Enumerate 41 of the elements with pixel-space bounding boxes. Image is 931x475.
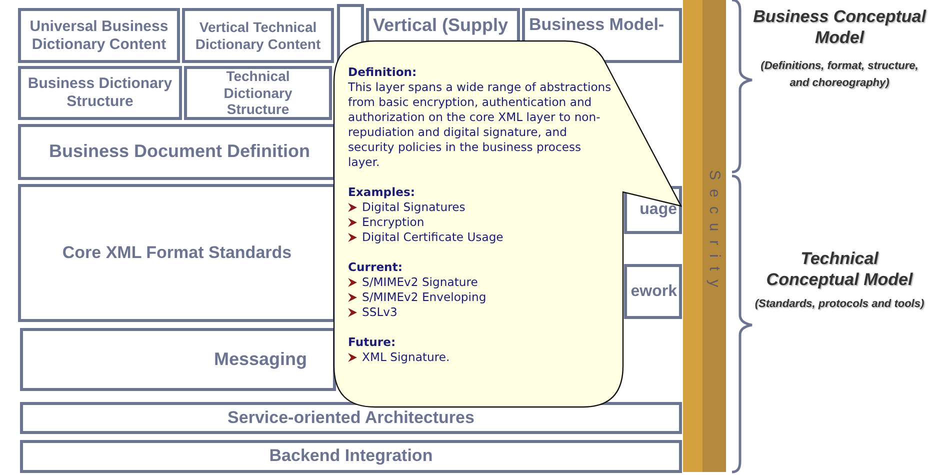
layer-label: Business Dictionary Structure xyxy=(27,75,173,111)
layer-box xyxy=(184,66,332,120)
list-item: XML Signature. xyxy=(362,350,450,365)
callout-heading: Current: xyxy=(348,260,404,275)
list-item: S/MIMEv2 Enveloping xyxy=(362,290,486,305)
layer-label: Vertical Technical Dictionary Content xyxy=(194,18,322,52)
model-description: (Definitions, format, structure, and choreography) xyxy=(760,59,920,91)
layer-label: Core XML Format Standards xyxy=(62,242,292,264)
layer-box xyxy=(182,8,334,63)
layer-box xyxy=(20,328,336,391)
pillar-label: Security xyxy=(706,170,723,296)
layer-label: Service-oriented Architectures xyxy=(228,408,474,428)
definition-tooltip xyxy=(333,40,682,408)
layer-box xyxy=(18,66,182,120)
list-item: Digital Certificate Usage xyxy=(362,230,504,245)
layer-label: ework xyxy=(630,282,677,302)
layer-label: uage xyxy=(640,200,677,220)
layer-label: Universal Business Dictionary Content xyxy=(28,18,170,54)
layer-box xyxy=(18,124,336,180)
layer-box xyxy=(18,184,336,322)
callout-heading: Future: xyxy=(348,335,397,350)
callout-heading: Definition: xyxy=(348,65,418,80)
layer-label: Vertical (Supply xyxy=(373,15,508,37)
list-item: Encryption xyxy=(362,215,424,230)
layer-label: Technical Dictionary Structure xyxy=(222,68,294,118)
layer-box xyxy=(18,8,180,63)
layer-label: Messaging xyxy=(214,348,307,370)
layer-label: Business Model- xyxy=(529,15,664,36)
layer-label: Business Document Definition xyxy=(49,141,310,163)
definition-text: This layer spans a wide range of abstractions from basic encryption, authentication and authorization on the core XML layer to non-repudiation and digital signature, and security policies in the business process layer. xyxy=(348,80,612,170)
model-description: (Standards, protocols and tools) xyxy=(754,297,926,312)
layer-box xyxy=(20,402,682,434)
model-heading: Business Conceptual Model xyxy=(752,6,927,48)
callout-heading: Examples: xyxy=(348,185,416,200)
security-pillar xyxy=(683,0,726,472)
list-item: SSLv3 xyxy=(362,305,398,320)
layer-box xyxy=(20,440,682,473)
layer-label: Backend Integration xyxy=(269,446,433,467)
list-item: Digital Signatures xyxy=(362,200,466,215)
model-heading: Technical Conceptual Model xyxy=(765,248,914,290)
list-item: S/MIMEv2 Signature xyxy=(362,275,478,290)
